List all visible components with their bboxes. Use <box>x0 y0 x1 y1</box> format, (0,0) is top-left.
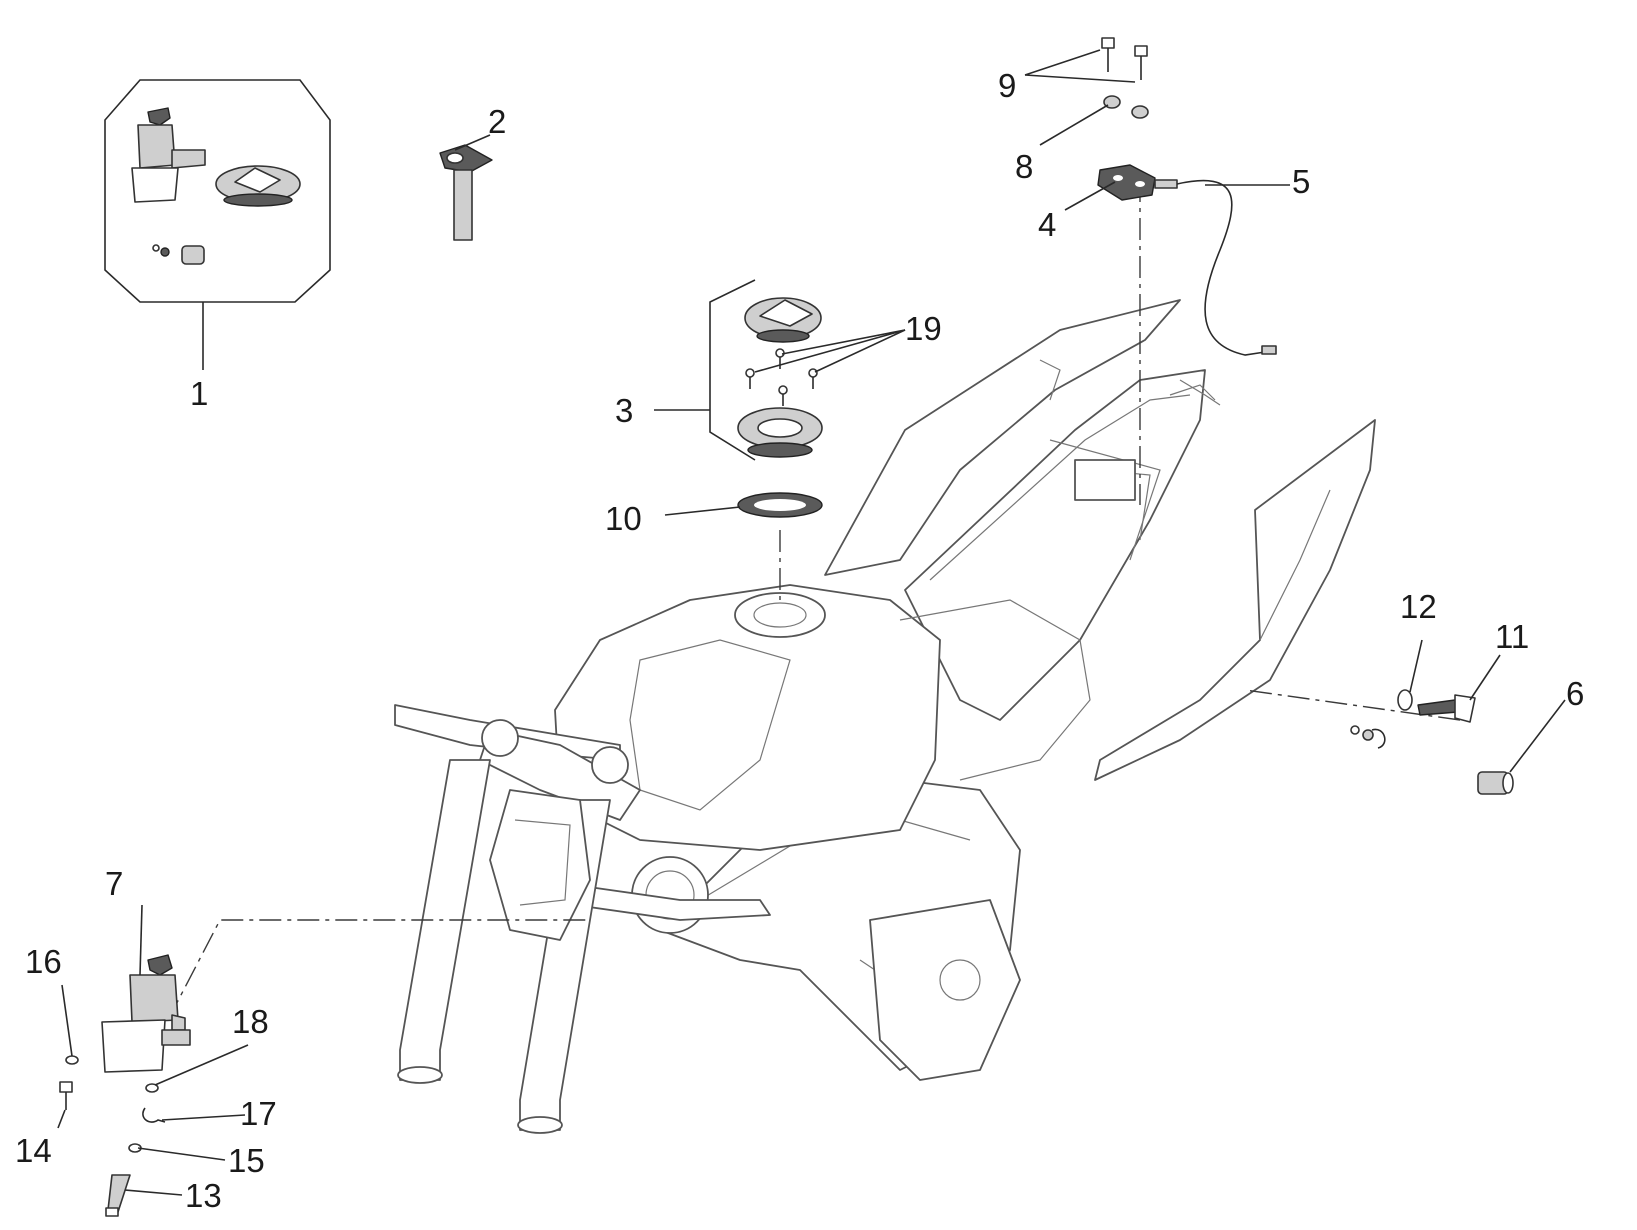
callout-1: 1 <box>190 375 208 412</box>
callout-7: 7 <box>105 865 123 902</box>
hardware-16-icon <box>65 1055 79 1065</box>
callout-13: 13 <box>185 1177 222 1214</box>
callout-9: 9 <box>998 67 1016 104</box>
callout-5: 5 <box>1292 163 1310 200</box>
callout-15: 15 <box>228 1142 265 1179</box>
fuel-cap-icon <box>215 165 301 207</box>
cylinder-lock-icon <box>152 244 205 265</box>
washer-screw-icon <box>1350 725 1386 749</box>
ignition-lock-icon <box>131 107 206 203</box>
lock-set-kit-group <box>104 79 331 370</box>
callout-16: 16 <box>25 943 62 980</box>
assembly-lines <box>167 180 1461 1021</box>
hardware-13-bolt-icon <box>105 1174 131 1217</box>
callout-2: 2 <box>488 103 506 140</box>
tail-lock-cylinder-icon <box>1477 771 1514 795</box>
lock-lever-icon <box>1417 694 1476 723</box>
filler-cap-top-icon <box>744 297 822 343</box>
filler-cap-ring-icon <box>737 407 823 458</box>
ignition-switch-icon <box>101 954 191 1073</box>
seat-lock-bushings-icon <box>1103 95 1149 119</box>
filler-cap-screws-icon <box>745 348 818 406</box>
hardware-18-icon <box>145 1083 159 1093</box>
callout-6: 6 <box>1566 675 1584 712</box>
callout-14: 14 <box>15 1132 52 1169</box>
hardware-14-screw-icon <box>59 1081 73 1110</box>
leader-lines <box>57 49 1566 1196</box>
motorcycle-frame-drawing <box>394 299 1376 1134</box>
hardware-17-spring-icon <box>142 1107 166 1123</box>
callout-18: 18 <box>232 1003 269 1040</box>
key-icon <box>439 134 493 241</box>
callout-4: 4 <box>1038 206 1056 243</box>
kit-outline-octagon <box>104 79 331 303</box>
callout-12: 12 <box>1400 588 1437 625</box>
tank-gasket-icon <box>737 492 823 518</box>
callout-19: 19 <box>905 310 942 347</box>
tail-lock-parts <box>1350 689 1514 795</box>
ignition-switch-group <box>59 954 191 1217</box>
seat-lock-plate-icon <box>1097 164 1156 201</box>
callout-3: 3 <box>615 392 633 429</box>
callout-labels: 1 2 3 4 5 6 7 8 9 10 11 12 13 14 15 16 1… <box>15 67 1584 1214</box>
callout-8: 8 <box>1015 148 1033 185</box>
callout-11: 11 <box>1495 618 1529 655</box>
callout-10: 10 <box>605 500 642 537</box>
seat-lock-cable-icon <box>1154 179 1277 356</box>
clip-ring-icon <box>1397 689 1413 711</box>
seat-lock-screws-icon <box>1101 37 1148 80</box>
callout-17: 17 <box>240 1095 277 1132</box>
fuel-filler-cap-assembly <box>654 279 823 461</box>
